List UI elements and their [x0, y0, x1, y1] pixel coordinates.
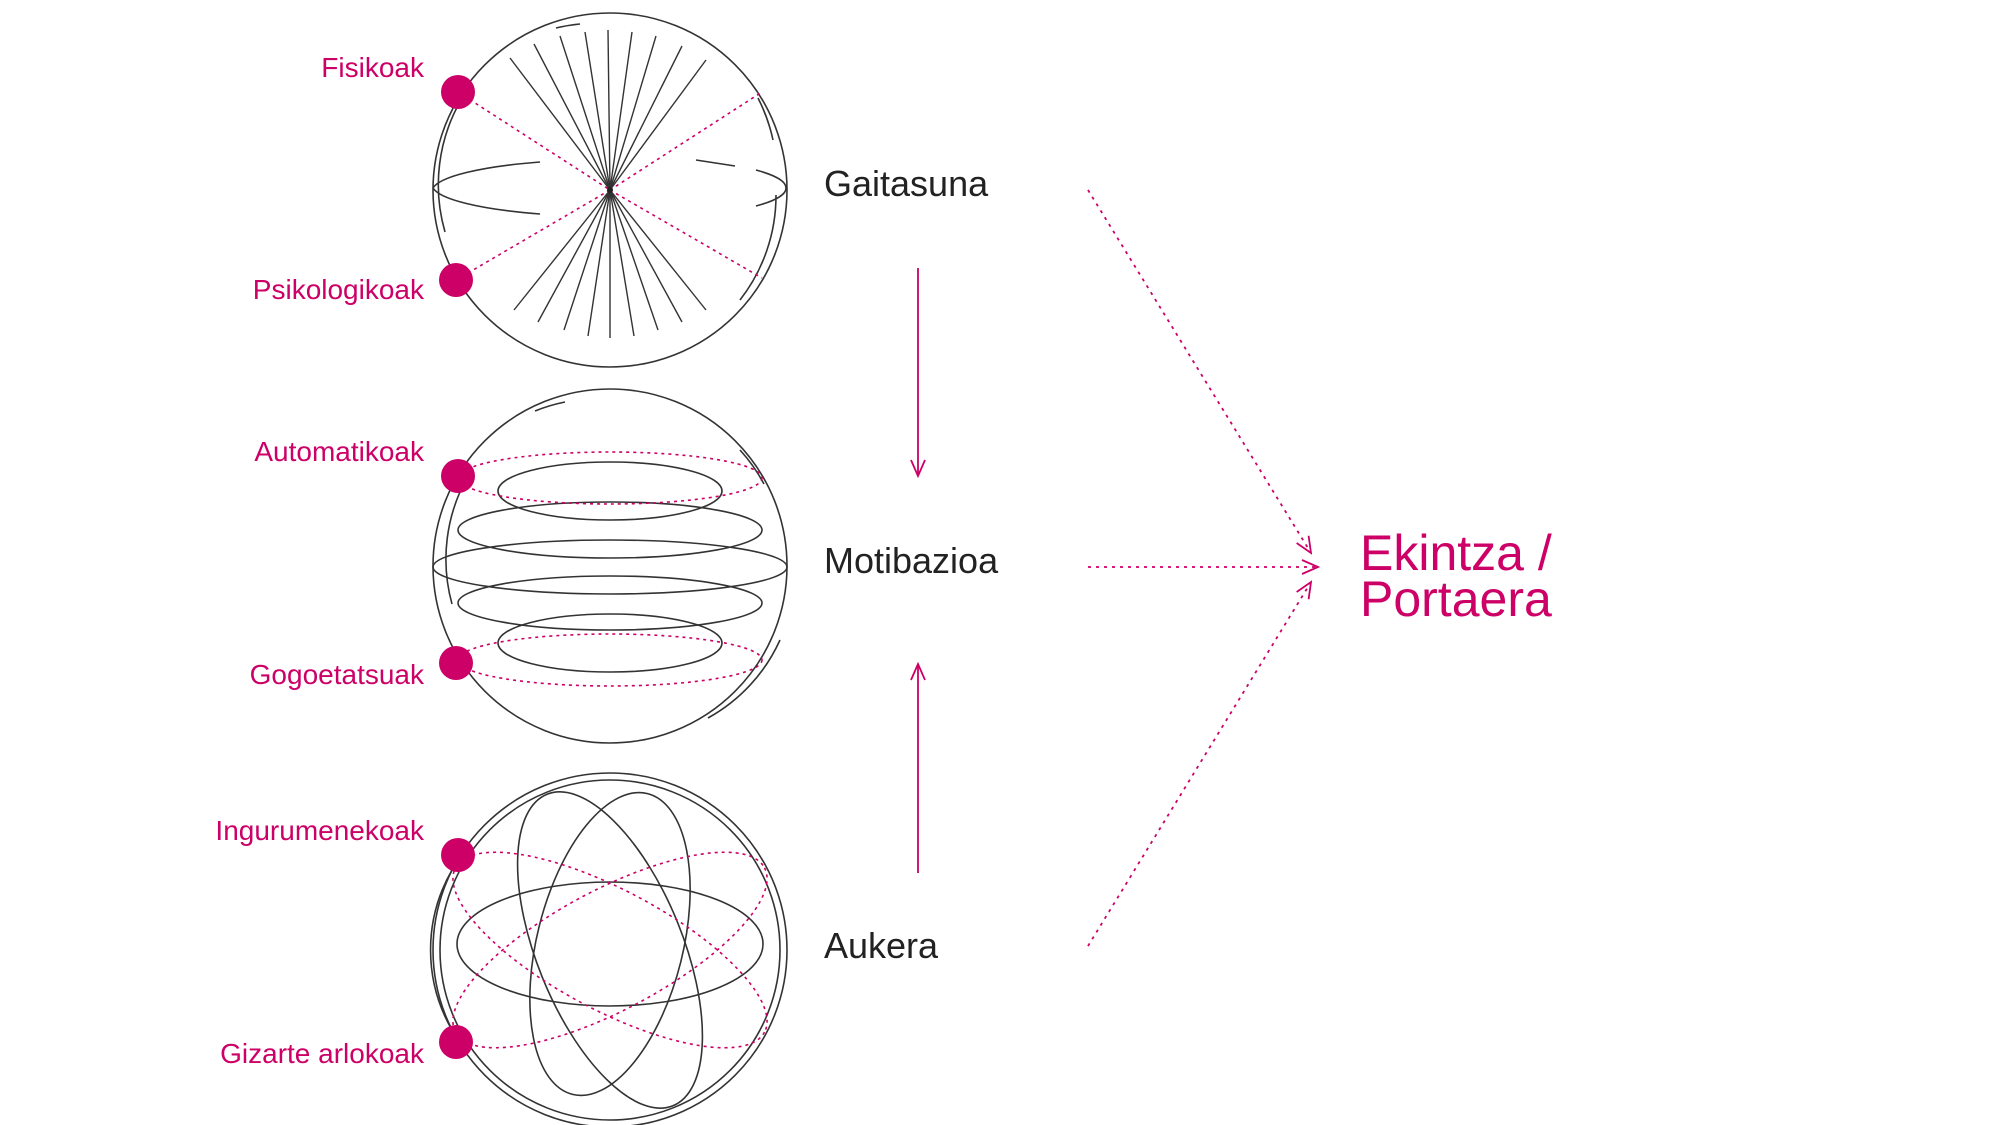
factor-label-fisikoak: Fisikoak [321, 52, 424, 83]
arrow-gaitasuna-to-result [1087, 189, 1311, 553]
result-line-2: Portaera [1360, 571, 1552, 627]
factor-label-gogoetatsuak: Gogoetatsuak [249, 659, 424, 690]
ingurumenekoak-dot [441, 838, 475, 872]
factor-label-psikologikoak: Psikologikoak [252, 274, 424, 305]
radial-lines [509, 29, 707, 338]
sphere-title-aukera: Aukera [824, 925, 939, 966]
result-label: Ekintza / Portaera [1360, 525, 1552, 627]
psikologikoak-dot [439, 263, 473, 297]
gizarte-arlokoak-dot [439, 1025, 473, 1059]
factor-label-gizarte-arlokoak: Gizarte arlokoak [220, 1038, 424, 1069]
sphere-aukera [429, 772, 788, 1125]
dotted-axes [455, 91, 763, 281]
factor-label-automatikoak: Automatikoak [254, 436, 424, 467]
result-line-1: Ekintza / [1360, 525, 1552, 581]
fisikoak-dot [441, 75, 475, 109]
arrow-aukera-to-result [1087, 582, 1311, 947]
sphere-title-motibazioa: Motibazioa [824, 540, 999, 581]
factor-label-ingurumenekoak: Ingurumenekoak [215, 815, 424, 846]
sphere-gaitasuna [432, 12, 788, 368]
gogoetatsuak-dot [439, 646, 473, 680]
sphere-title-gaitasuna: Gaitasuna [824, 163, 989, 204]
sphere-motibazioa [432, 388, 788, 744]
automatikoak-dot [441, 459, 475, 493]
